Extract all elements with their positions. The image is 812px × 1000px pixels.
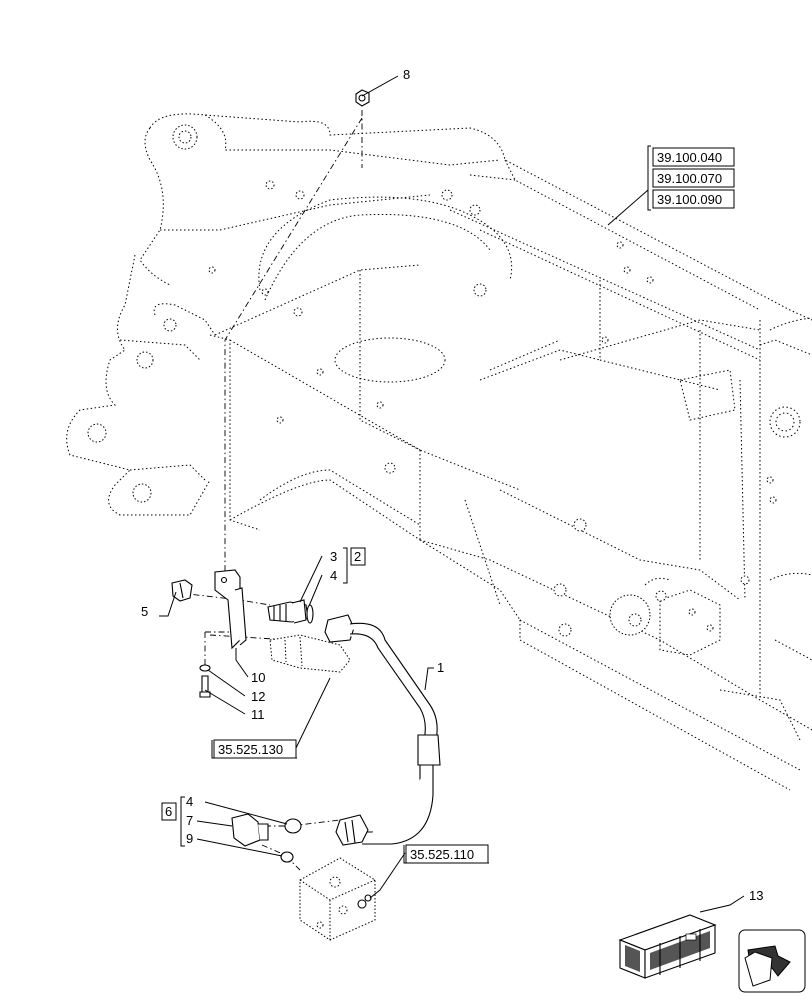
- ref-39-100-090: 39.100.090: [657, 192, 722, 207]
- hose-part-1: [324, 614, 441, 846]
- callout-4-lower: 4: [186, 794, 193, 809]
- callout-1: 1: [437, 660, 444, 675]
- ref-35-525-110: 35.525.110: [410, 847, 474, 862]
- valve-block-35-525-110: [299, 857, 376, 941]
- callout-4-upper: 4: [330, 568, 337, 583]
- adapter-fitting-part-7: [231, 813, 269, 847]
- reference-fitting-35-525-130: [269, 634, 351, 673]
- o-ring-part-9: [280, 851, 294, 863]
- arrow-navigation-icon[interactable]: [738, 929, 806, 993]
- callout-2: 2: [354, 549, 361, 564]
- washer-part-12: [199, 664, 211, 672]
- reference-box-35-525-130: 35.525.130: [211, 739, 297, 759]
- callout-7: 7: [186, 813, 193, 828]
- callout-11: 11: [251, 707, 265, 722]
- leader-lines: [159, 75, 745, 913]
- o-ring-part-4-lower: [284, 818, 302, 834]
- callout-13: 13: [749, 888, 763, 903]
- bracket-group-6: 6: [161, 796, 185, 847]
- callout-6: 6: [165, 804, 172, 819]
- ref-35-525-130: 35.525.130: [218, 742, 283, 757]
- bulkhead-fitting-part-3: [267, 599, 309, 624]
- bracket-group-2: 2: [343, 547, 366, 584]
- callout-8: 8: [403, 67, 410, 82]
- callout-labels: 8 3 4 5 10 12 11 1 4 7 9 13: [141, 67, 763, 903]
- loader-frame: [66, 113, 812, 791]
- callout-5: 5: [141, 604, 148, 619]
- callout-3: 3: [330, 549, 337, 564]
- ref-39-100-040: 39.100.040: [657, 150, 722, 165]
- nut-part-8: [355, 89, 370, 107]
- parts-crate-icon: [618, 914, 717, 979]
- clip-part-5: [171, 579, 193, 602]
- o-ring-part-4: [306, 604, 314, 624]
- ref-39-100-070: 39.100.070: [657, 171, 722, 186]
- bracket-part-10: [214, 569, 247, 650]
- reference-box-35-525-110: 35.525.110: [403, 844, 489, 864]
- reference-boxes-39-100: 39.100.040 39.100.070 39.100.090: [647, 145, 735, 211]
- assembly-lines: [179, 110, 363, 871]
- bolt-part-11: [199, 675, 211, 698]
- callout-9: 9: [186, 831, 193, 846]
- callout-10: 10: [251, 670, 265, 685]
- callout-12: 12: [251, 689, 265, 704]
